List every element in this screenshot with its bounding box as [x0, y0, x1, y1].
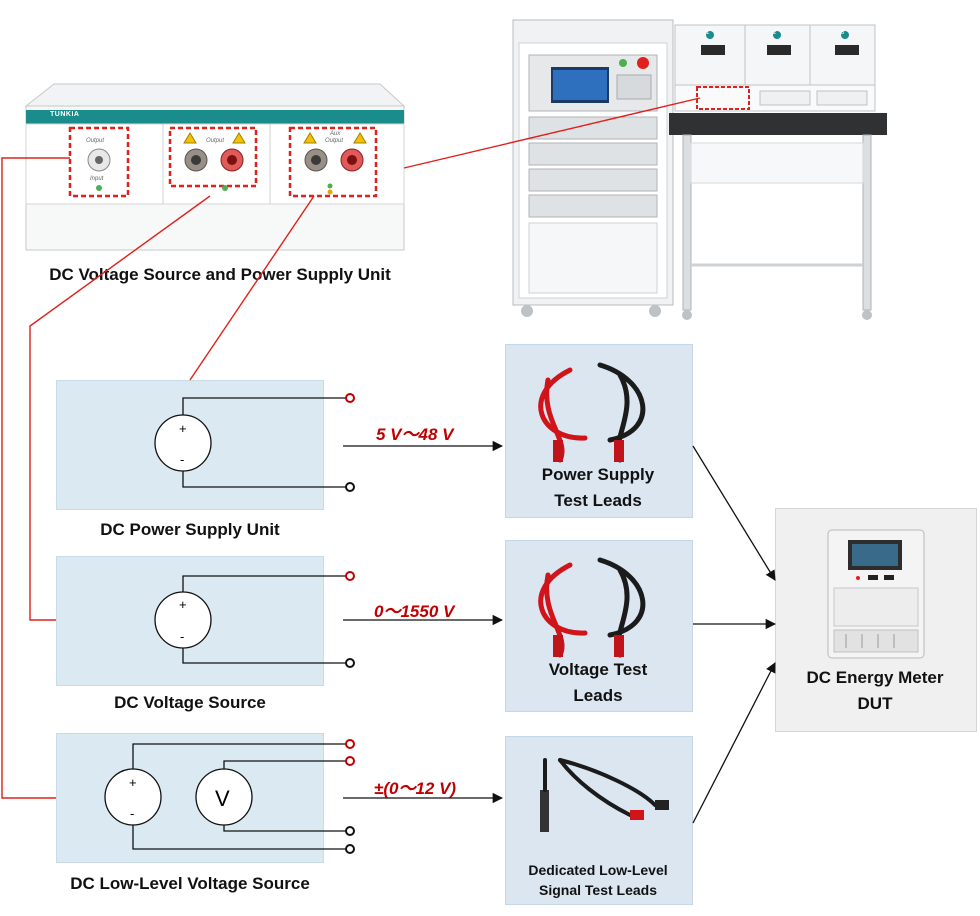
plus-sign: +	[179, 421, 187, 436]
power-supply-circuit	[154, 393, 355, 492]
plus-sign: +	[129, 775, 137, 790]
module-3-sublabel: Aux	[330, 131, 341, 137]
brand-logo: TUNKIA	[50, 111, 80, 118]
terminal-positive	[345, 739, 355, 749]
equipment-panel: TUNKIA Output Input Output Aux Output	[20, 78, 408, 256]
power-supply-leads-line2: Test Leads	[554, 491, 642, 510]
rack-module-number-3: 3	[841, 30, 845, 36]
plus-sign: +	[179, 597, 187, 612]
low-level-source-range: ±(0～12 V)	[374, 779, 457, 798]
dut-line1: DC Energy Meter	[806, 668, 944, 687]
terminal-positive	[345, 571, 355, 581]
equipment-title: DC Voltage Source and Power Supply Unit	[49, 265, 391, 284]
power-supply-leads-line1: Power Supply	[541, 465, 655, 484]
module-1-label: Output	[86, 138, 105, 144]
terminal-sense-negative	[345, 826, 355, 836]
minus-sign: -	[130, 806, 134, 821]
terminal-sense-positive	[345, 756, 355, 766]
voltage-source-title: DC Voltage Source	[114, 693, 266, 712]
test-rack: 1 2 3	[505, 15, 890, 325]
low-level-leads-line1: Dedicated Low-Level	[528, 862, 668, 878]
power-supply-title: DC Power Supply Unit	[100, 520, 280, 539]
highlight-lines	[1, 97, 701, 799]
voltmeter-letter: V	[215, 786, 230, 811]
low-level-leads-image	[540, 758, 669, 832]
low-level-leads-box	[505, 736, 693, 905]
voltage-leads-line1: Voltage Test	[548, 660, 648, 679]
source-arrows	[343, 440, 504, 804]
low-level-source-panel	[56, 733, 324, 863]
low-level-source-title: DC Low-Level Voltage Source	[70, 874, 310, 893]
voltage-leads-image	[538, 557, 646, 658]
terminal-positive	[345, 393, 355, 403]
power-supply-range: 5 V～48 V	[376, 425, 454, 444]
energy-meter-image	[827, 529, 925, 659]
module-3-label: Output	[325, 138, 344, 144]
module-2-label: Output	[206, 138, 225, 144]
power-supply-leads-box	[505, 344, 693, 518]
terminal-negative	[345, 844, 355, 854]
line-to-voltage-source	[29, 195, 211, 621]
dut-arrows	[692, 445, 777, 824]
rack-module-number-1: 1	[706, 30, 710, 36]
line-to-rack	[403, 97, 701, 169]
terminal-negative	[345, 482, 355, 492]
line-to-low-level	[1, 157, 70, 799]
terminal-negative	[345, 658, 355, 668]
dut-line2: DUT	[857, 694, 893, 713]
module-1-sublabel: Input	[90, 176, 104, 182]
power-supply-leads-image	[538, 362, 646, 463]
low-level-circuit	[104, 739, 355, 854]
voltage-leads-box	[505, 540, 693, 712]
voltage-source-circuit	[154, 571, 355, 668]
rack-module-number-2: 2	[773, 30, 777, 36]
low-level-leads-line2: Signal Test Leads	[539, 882, 657, 898]
minus-sign: -	[180, 629, 184, 644]
voltage-leads-line2: Leads	[573, 686, 623, 705]
line-to-power-supply	[189, 195, 315, 381]
minus-sign: -	[180, 452, 184, 467]
voltage-source-range: 0～1550 V	[374, 602, 455, 621]
